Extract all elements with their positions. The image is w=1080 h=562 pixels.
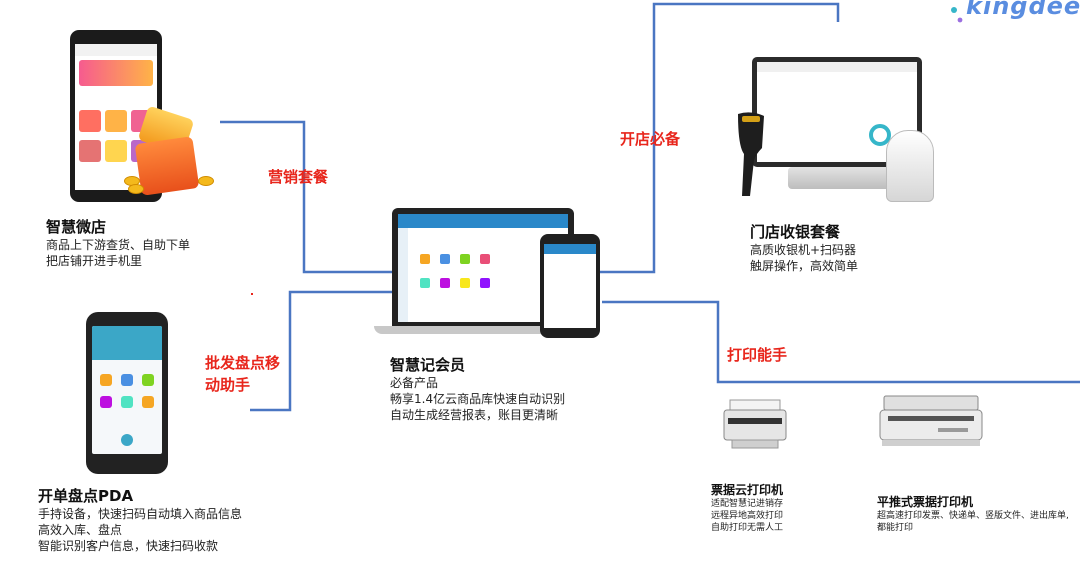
- label-store-essential: 开店必备: [620, 130, 681, 148]
- pda-text: 开单盘点PDA 手持设备，快速扫码自动填入商品信息 高效入库、盘点 智能识别客户…: [38, 486, 242, 554]
- flatbed-printer-line: 超高速打印发票、快递单、竖版文件、进出库单,都能打印: [877, 511, 1069, 533]
- cloud-printer-illustration: [723, 399, 787, 449]
- connector-marketing: [220, 120, 392, 274]
- flatbed-printer-title: 平推式票据打印机: [877, 495, 974, 509]
- connector-store-essential: [598, 2, 840, 274]
- flatbed-printer-illustration: [879, 395, 983, 446]
- pda-line: 智能识别客户信息，快速扫码收款: [38, 539, 219, 553]
- pos-title: 门店收银套餐: [750, 223, 841, 241]
- member-title: 智慧记会员: [390, 356, 466, 374]
- pos-line: 高质收银机+扫码器: [750, 243, 857, 257]
- cloud-printer-text: 票据云打印机 适配智慧记进销存 远程异地高效打印 自助打印无需人工: [711, 482, 783, 534]
- logo-dots-icon: [951, 7, 963, 23]
- connector-wholesale: [250, 290, 392, 412]
- member-line: 必备产品: [390, 376, 439, 390]
- smart-store-text: 智慧微店 商品上下游查货、自助下单 把店铺开进手机里: [46, 217, 190, 269]
- flatbed-printer-text: 平推式票据打印机 超高速打印发票、快递单、竖版文件、进出库单,都能打印: [877, 494, 1077, 534]
- barcode-scanner-icon: [738, 112, 764, 196]
- gift-box-illustration: [134, 136, 200, 196]
- pda-device-illustration: [86, 312, 168, 474]
- connector-printing: [602, 300, 1080, 384]
- pos-text: 门店收银套餐 高质收银机+扫码器 触屏操作，高效简单: [750, 222, 858, 274]
- desktop-scanner-illustration: [886, 130, 934, 202]
- label-printing: 打印能手: [727, 346, 788, 364]
- cloud-printer-title: 票据云打印机: [711, 483, 784, 497]
- pda-line: 高效入库、盘点: [38, 523, 123, 537]
- smart-store-line: 商品上下游查货、自助下单: [46, 238, 191, 252]
- red-dot-marker: [251, 293, 253, 295]
- member-line: 自动生成经营报表，账目更清晰: [390, 408, 559, 422]
- cloud-printer-line: 自助打印无需人工: [711, 523, 784, 533]
- pda-title: 开单盘点PDA: [38, 487, 134, 505]
- tablet-illustration: [540, 234, 600, 338]
- label-marketing: 营销套餐: [268, 168, 329, 186]
- coin-icon: [198, 176, 214, 186]
- smart-store-title: 智慧微店: [46, 218, 107, 236]
- laptop-base-illustration: [374, 326, 594, 334]
- member-line: 畅享1.4亿云商品库快速自动识别: [390, 392, 566, 406]
- pos-line: 触屏操作，高效简单: [750, 259, 859, 273]
- cloud-printer-line: 适配智慧记进销存: [711, 499, 784, 509]
- coin-icon: [128, 184, 144, 194]
- pda-line: 手持设备，快速扫码自动填入商品信息: [38, 507, 243, 521]
- cloud-printer-line: 远程异地高效打印: [711, 511, 784, 521]
- smart-store-line: 把店铺开进手机里: [46, 254, 143, 268]
- member-text: 智慧记会员 必备产品 畅享1.4亿云商品库快速自动识别 自动生成经营报表，账目更…: [390, 355, 565, 423]
- kingdee-logo: kingdee: [966, 0, 1080, 20]
- label-wholesale: 批发盘点移动助手: [205, 354, 281, 394]
